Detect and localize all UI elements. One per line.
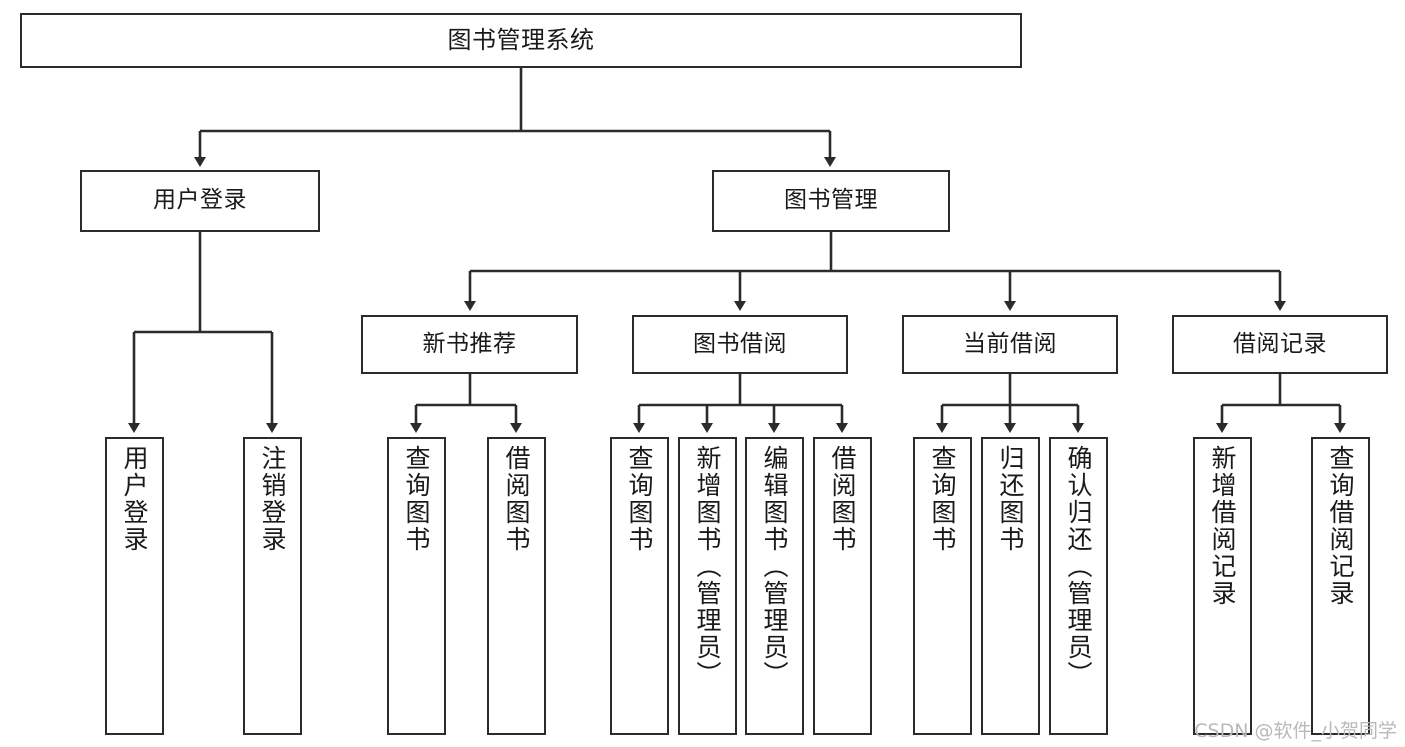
- node-label: 编辑图书（管理员）: [760, 445, 789, 688]
- leaf-book-borrow-add-book-admin[interactable]: 新增图书（管理员）: [678, 437, 737, 735]
- leaf-new-books-query-book[interactable]: 查询图书: [387, 437, 446, 735]
- node-label: 借阅图书: [828, 445, 857, 553]
- leaf-borrow-record-add-record[interactable]: 新增借阅记录: [1193, 437, 1252, 735]
- leaf-user-login-signin[interactable]: 用户登录: [105, 437, 164, 735]
- node-label: 确认归还（管理员）: [1064, 445, 1093, 688]
- node-label: 查询图书: [402, 445, 431, 553]
- node-label: 查询图书: [928, 445, 957, 553]
- node-label: 当前借阅: [963, 330, 1057, 357]
- node-label: 借阅记录: [1233, 330, 1327, 357]
- node-book-borrowing[interactable]: 图书借阅: [632, 315, 848, 374]
- node-borrowing-record[interactable]: 借阅记录: [1172, 315, 1388, 374]
- node-label: 借阅图书: [502, 445, 531, 553]
- leaf-current-borrow-query-book[interactable]: 查询图书: [913, 437, 972, 735]
- leaf-current-borrow-return-book[interactable]: 归还图书: [981, 437, 1040, 735]
- node-label: 用户登录: [153, 187, 247, 214]
- node-label: 用户登录: [120, 445, 149, 553]
- node-label: 查询图书: [625, 445, 654, 553]
- node-label: 归还图书: [996, 445, 1025, 553]
- leaf-book-borrow-edit-book-admin[interactable]: 编辑图书（管理员）: [745, 437, 804, 735]
- node-label: 查询借阅记录: [1326, 445, 1355, 607]
- node-book-management[interactable]: 图书管理: [712, 170, 950, 232]
- node-root-book-management-system[interactable]: 图书管理系统: [20, 13, 1022, 68]
- node-label: 图书借阅: [693, 330, 787, 357]
- leaf-book-borrow-query-book[interactable]: 查询图书: [610, 437, 669, 735]
- node-label: 新增图书（管理员）: [693, 445, 722, 688]
- leaf-book-borrow-borrow-book[interactable]: 借阅图书: [813, 437, 872, 735]
- leaf-current-borrow-confirm-return-admin[interactable]: 确认归还（管理员）: [1049, 437, 1108, 735]
- node-label: 注销登录: [258, 445, 287, 553]
- leaf-new-books-borrow-book[interactable]: 借阅图书: [487, 437, 546, 735]
- node-current-borrowing[interactable]: 当前借阅: [902, 315, 1118, 374]
- node-label: 新书推荐: [422, 330, 517, 357]
- watermark-text: CSDN @软件_小贺同学: [1194, 720, 1397, 742]
- node-new-book-recommendation[interactable]: 新书推荐: [361, 315, 578, 374]
- leaf-borrow-record-query-record[interactable]: 查询借阅记录: [1311, 437, 1370, 735]
- node-user-login[interactable]: 用户登录: [80, 170, 320, 232]
- node-label: 图书管理: [784, 187, 878, 214]
- leaf-user-login-logout[interactable]: 注销登录: [243, 437, 302, 735]
- node-label: 新增借阅记录: [1208, 445, 1237, 607]
- node-label: 图书管理系统: [447, 26, 595, 55]
